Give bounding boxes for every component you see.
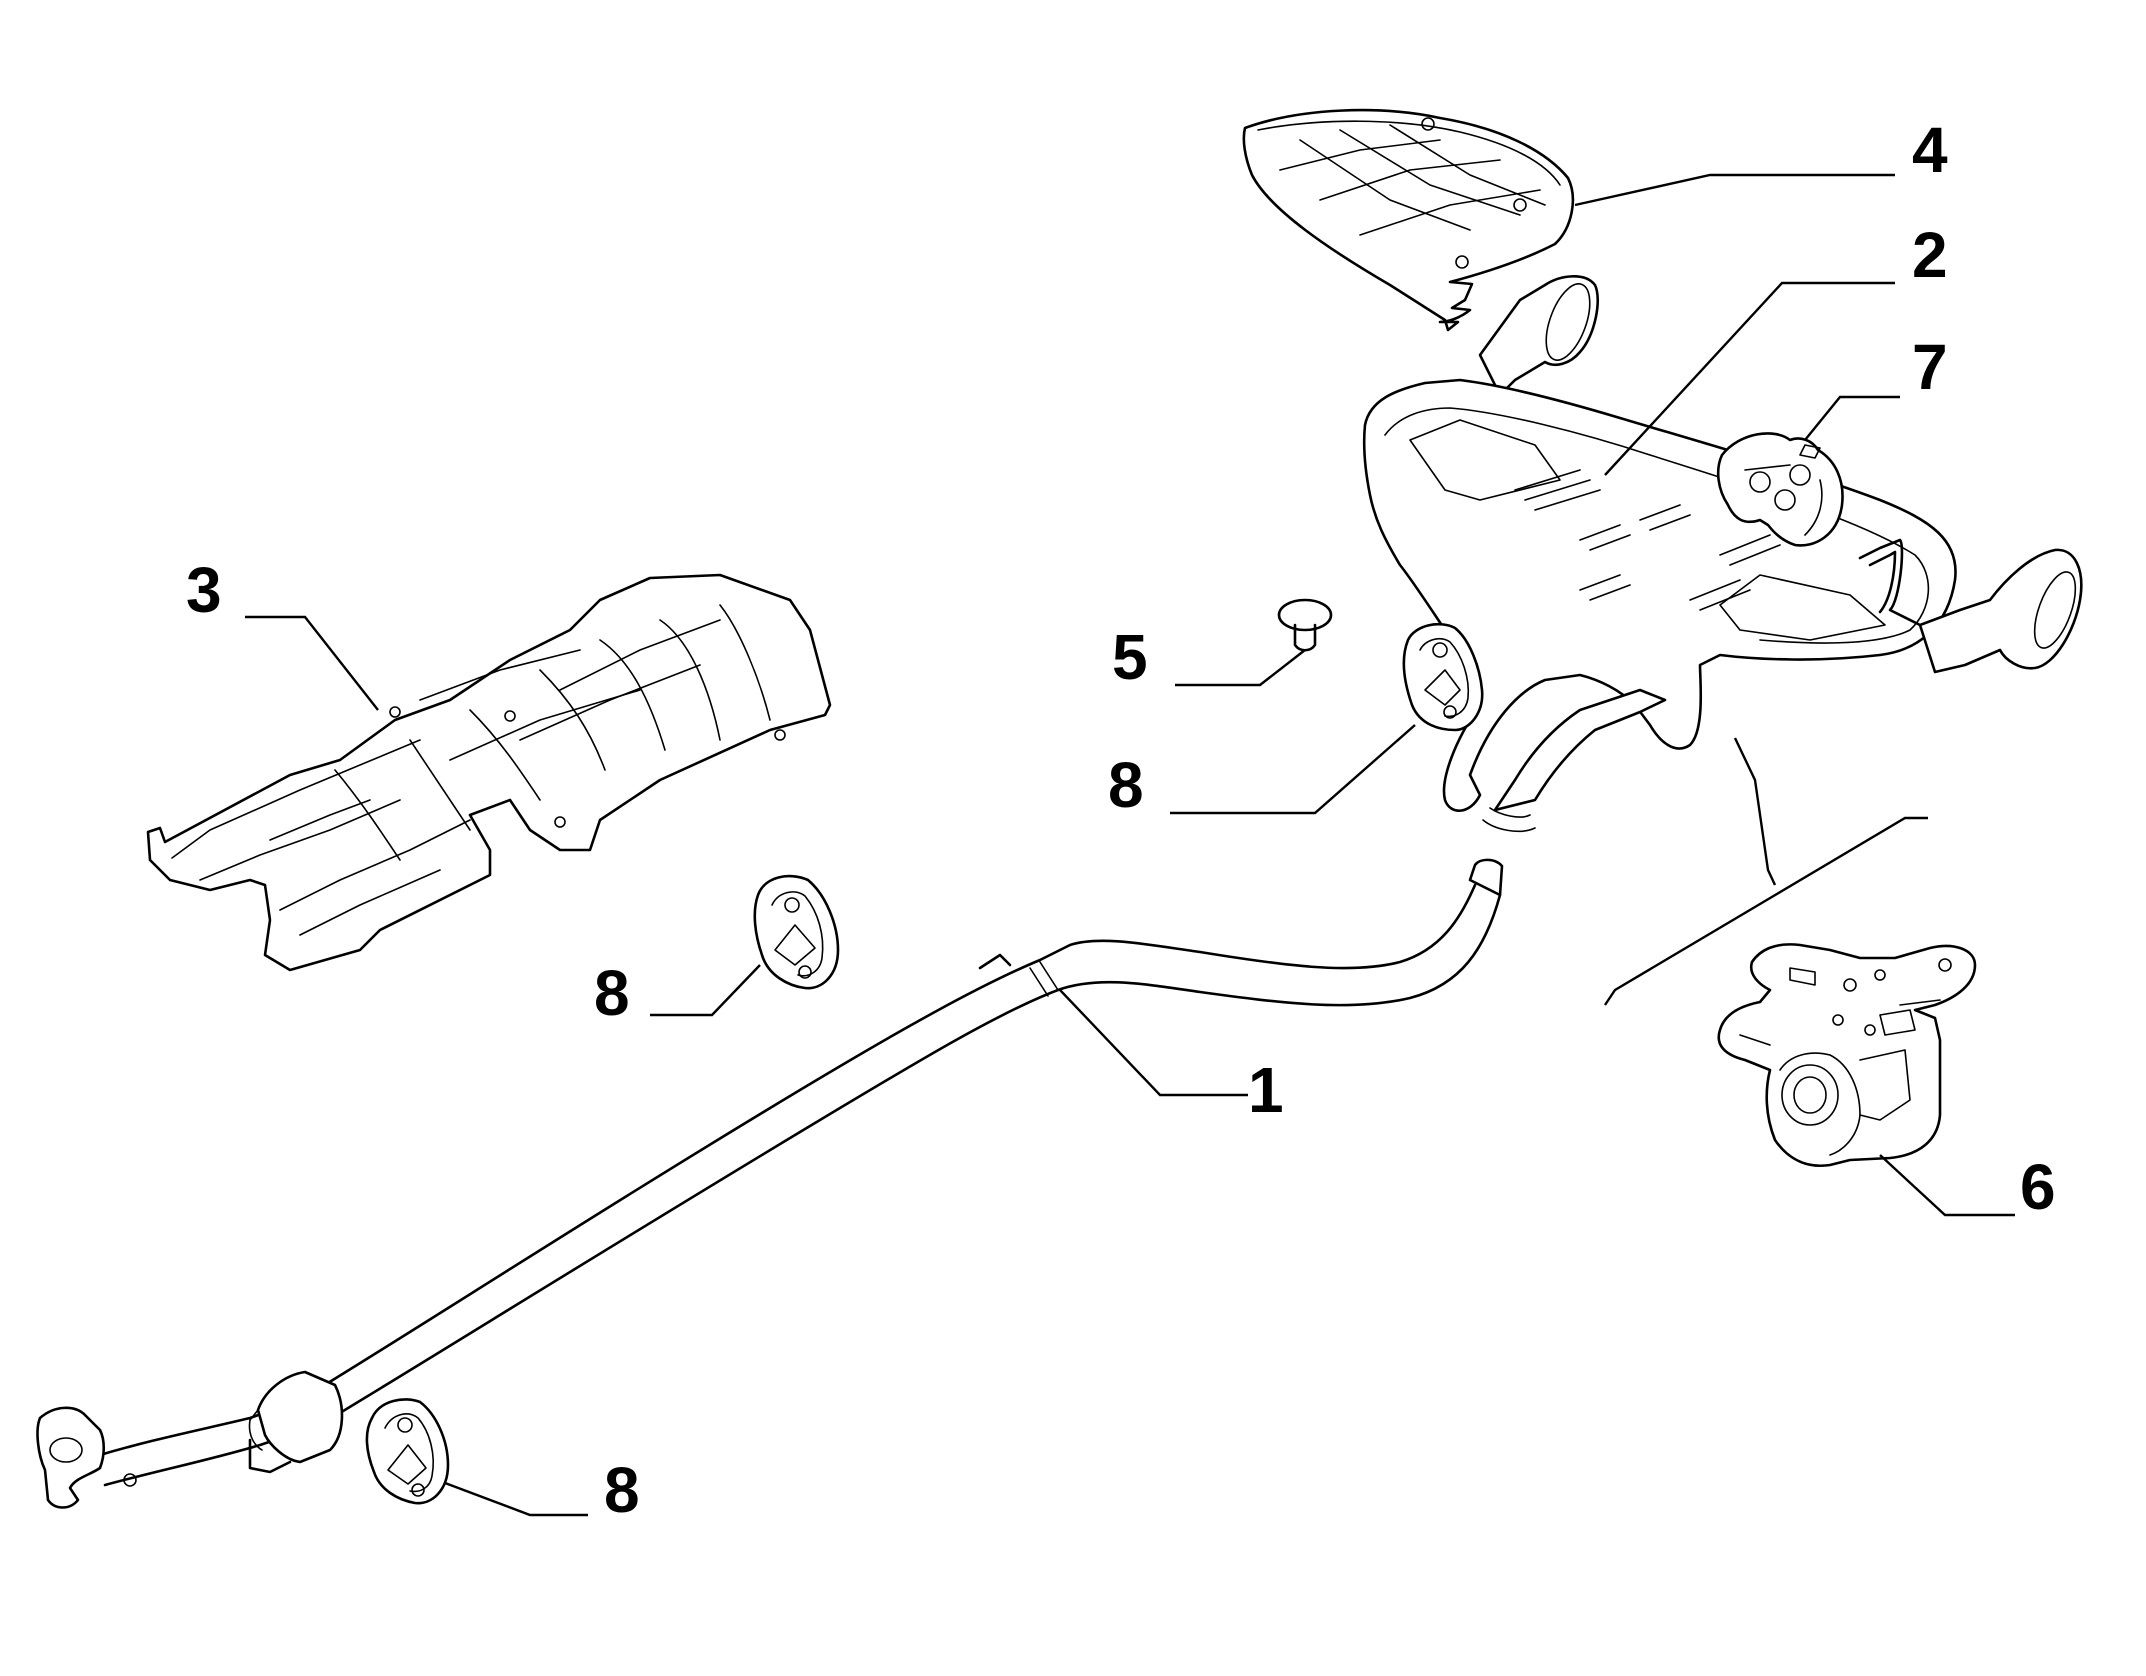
part-8-rubber-hanger-b xyxy=(753,874,840,990)
leader-3 xyxy=(245,615,379,711)
part-1-front-pipe xyxy=(36,858,1504,1509)
leader-4 xyxy=(1574,173,1895,207)
leader-7 xyxy=(1804,395,1900,441)
callout-6: 6 xyxy=(2020,1151,2056,1223)
leader-8c xyxy=(444,1481,588,1517)
callout-3: 3 xyxy=(186,554,222,626)
leader-5 xyxy=(1175,649,1306,687)
part-8-rubber-hanger-a xyxy=(1402,623,1484,732)
part-2-rear-muffler xyxy=(1362,275,2083,832)
section-divider-lines xyxy=(1604,737,1928,1006)
callout-8-a: 8 xyxy=(1108,749,1144,821)
callout-2: 2 xyxy=(1912,219,1948,291)
callout-7: 7 xyxy=(1912,331,1948,403)
part-7-rubber-mount xyxy=(1716,432,1844,547)
part-5-clip xyxy=(1277,598,1333,652)
part-8-rubber-hanger-c xyxy=(365,1398,450,1505)
callout-1: 1 xyxy=(1248,1054,1284,1126)
part-3-heat-shield xyxy=(146,573,832,972)
part-6-mounting-bracket xyxy=(1717,943,1977,1167)
leader-8b xyxy=(650,964,761,1017)
leader-2 xyxy=(1604,281,1895,476)
callout-labels: 1 2 3 4 5 6 7 8 8 8 xyxy=(186,114,2056,1526)
callout-4: 4 xyxy=(1912,114,1948,186)
leader-lines xyxy=(245,173,2015,1517)
leader-8a xyxy=(1170,724,1416,815)
callout-8-b: 8 xyxy=(594,957,630,1029)
leader-6 xyxy=(1879,1154,2015,1217)
callout-8-c: 8 xyxy=(604,1454,640,1526)
leader-1 xyxy=(1059,989,1248,1097)
part-4-heat-shield xyxy=(1242,108,1575,332)
callout-5: 5 xyxy=(1112,621,1148,693)
